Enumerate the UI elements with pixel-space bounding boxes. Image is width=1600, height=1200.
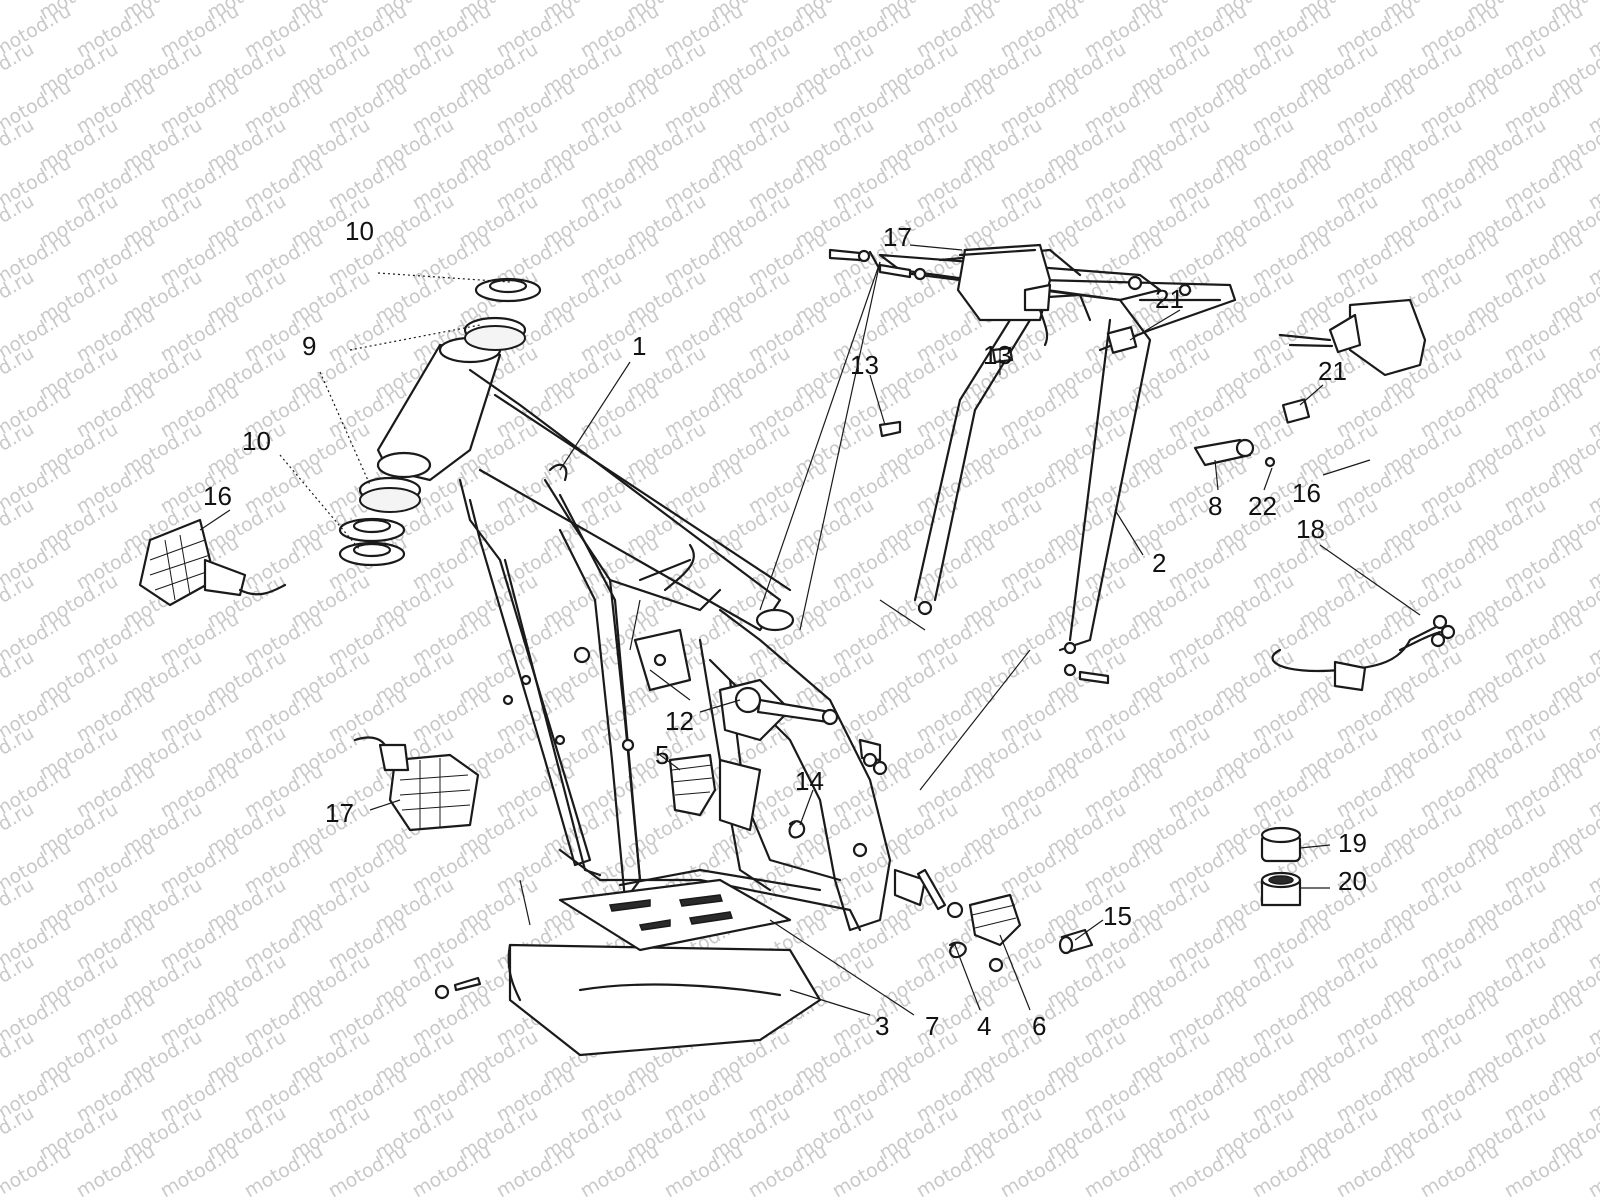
- indicator-front-left: [138, 518, 287, 607]
- watermark-text: motod.ru: [493, 1140, 579, 1200]
- callout-8: 8: [1208, 491, 1222, 521]
- watermark-text: motod.ru: [241, 1140, 327, 1200]
- callout-13-right: 13: [983, 340, 1012, 370]
- indicator-rear-right: [1278, 298, 1427, 377]
- watermark-text: motod.ru: [829, 1140, 915, 1200]
- watermark-text: motod.ru: [1165, 1140, 1251, 1200]
- callout-10-lower: 10: [242, 426, 271, 456]
- callout-17-front: 17: [325, 798, 354, 828]
- callout-12: 12: [665, 706, 694, 736]
- callout-15: 15: [1103, 901, 1132, 931]
- small-parts: [668, 326, 1456, 973]
- callout-17-rear: 17: [883, 222, 912, 252]
- indicator-front-right: [353, 736, 480, 832]
- callout-7: 7: [925, 1011, 939, 1041]
- skid-plate: [434, 943, 822, 1057]
- main-frame: [376, 336, 927, 932]
- steering-bearings: [338, 277, 542, 567]
- watermark-text: motod.ru: [1501, 1140, 1587, 1200]
- callout-14: 14: [795, 766, 824, 796]
- callout-9: 9: [302, 331, 316, 361]
- watermark-text: motod.ru: [1417, 1140, 1503, 1200]
- watermark-text: motod.ru: [73, 1140, 159, 1200]
- callout-6: 6: [1032, 1011, 1046, 1041]
- callout-19: 19: [1338, 828, 1367, 858]
- callout-21-top: 21: [1155, 284, 1184, 314]
- watermark-text: motod.ru: [913, 1140, 999, 1200]
- callout-labels: 10 9 1 10 16 17 21 13 13 21 8 22 16 18 2…: [203, 216, 1367, 1041]
- watermark-text: motod.ru: [1081, 1140, 1167, 1200]
- callout-1: 1: [632, 331, 646, 361]
- watermark-text: motod.ru: [577, 1140, 663, 1200]
- bash-plate: [558, 878, 792, 952]
- callout-10-top: 10: [345, 216, 374, 246]
- watermark-text: motod.ru: [1585, 1140, 1600, 1200]
- watermark-text: motod.ru: [661, 1140, 747, 1200]
- watermark-text: motod.ru: [409, 1140, 495, 1200]
- watermark-text: motod.ru: [1333, 1140, 1419, 1200]
- callout-3: 3: [875, 1011, 889, 1041]
- watermark-text: motod.ru: [997, 1140, 1083, 1200]
- indicator-rear-left: [956, 243, 1052, 347]
- callout-20: 20: [1338, 866, 1367, 896]
- watermark-text: motod.ru: [1249, 1140, 1335, 1200]
- callout-18: 18: [1296, 514, 1325, 544]
- watermark-text: motod.ru: [157, 1140, 243, 1200]
- callout-2: 2: [1152, 548, 1166, 578]
- callout-22: 22: [1248, 491, 1277, 521]
- callout-4: 4: [977, 1011, 991, 1041]
- watermark-text: motod.ru: [325, 1140, 411, 1200]
- callout-13-left: 13: [850, 350, 879, 380]
- watermark-text: motod.ru: [745, 1140, 831, 1200]
- callout-16-right: 16: [1292, 478, 1321, 508]
- callout-5: 5: [655, 740, 669, 770]
- leader-lines: [199, 244, 1421, 1016]
- callout-21-right: 21: [1318, 356, 1347, 386]
- callout-16-left: 16: [203, 481, 232, 511]
